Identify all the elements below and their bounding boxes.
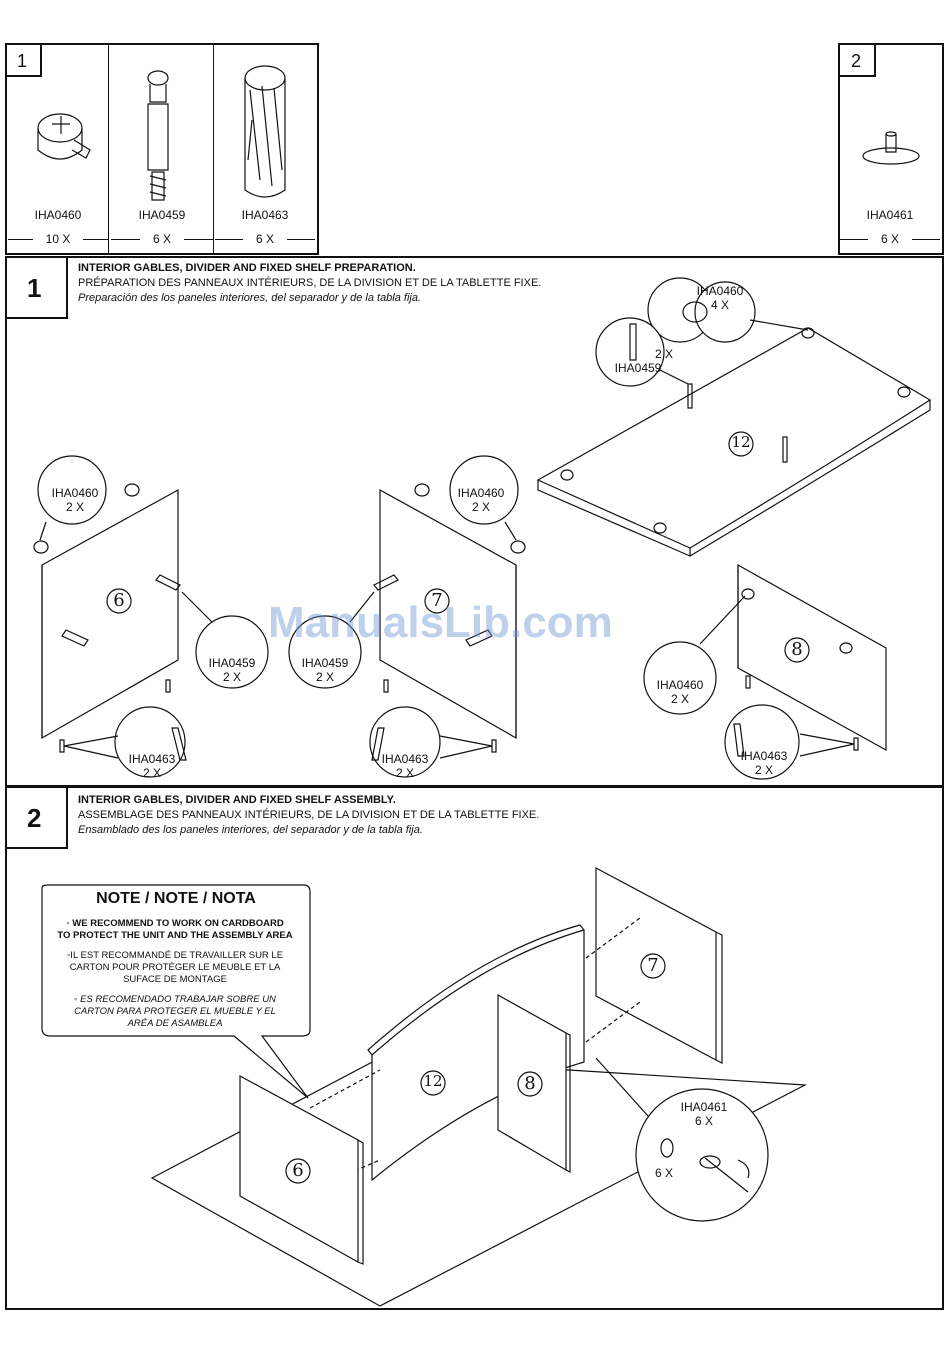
- parts-box-2-number: 2: [851, 51, 862, 71]
- panel-7-drawing: [288, 455, 526, 778]
- callout-code: IHA0460: [457, 486, 505, 500]
- step-2-title-es: Ensamblado des los paneles interiores, d…: [78, 824, 423, 836]
- parts-box-1-number: 1: [17, 51, 28, 71]
- cam-lock-icon: [37, 113, 91, 160]
- assembly-panel-6: [239, 1074, 364, 1265]
- callout-iha0461-step2: IHA0461 6 X: [664, 1100, 744, 1128]
- parts-box-2-number-frame: [838, 43, 876, 77]
- callout-qty: 2 X: [315, 670, 334, 684]
- shelf-pin-callout-drawing: [595, 1057, 769, 1222]
- note-fr-line: CARTON POUR PROTÉGER LE MEUBLE ET LA: [69, 962, 281, 973]
- part-code: IHA0459: [138, 208, 186, 222]
- callout-qty: 2 X: [471, 500, 490, 514]
- panel-6-drawing: [33, 455, 269, 778]
- panel-number-7: 7: [647, 955, 659, 976]
- step-1-title: INTERIOR GABLES, DIVIDER AND FIXED SHELF…: [78, 261, 638, 306]
- part-qty: 6 X: [868, 232, 912, 246]
- assembly-panel-8: [497, 993, 571, 1173]
- note-en-line: ◦ WE RECOMMEND TO WORK ON CARDBOARD: [66, 918, 284, 929]
- note-bubble-drawing: [41, 884, 311, 1099]
- callout-qty: 4 X: [710, 298, 729, 312]
- note-es-line: ARÉA DE ASAMBLEA: [127, 1018, 223, 1029]
- panel-number-6: 6: [292, 1160, 304, 1181]
- step-1-title-en: INTERIOR GABLES, DIVIDER AND FIXED SHELF…: [78, 262, 416, 274]
- callout-qty: 2 X: [654, 347, 673, 361]
- callout-qty: 2 X: [65, 500, 84, 514]
- step-2-number: 2: [27, 803, 42, 833]
- step-1-title-es: Preparación des los paneles interiores, …: [78, 292, 422, 304]
- callout-code: IHA0460: [656, 678, 704, 692]
- assembly-shelf-12: [309, 924, 585, 1191]
- panel-number-8: 8: [524, 1073, 536, 1094]
- step-1-number-frame: [5, 256, 68, 319]
- callout-iha0463-panel6: IHA0463 2 X: [112, 752, 192, 780]
- callout-iha0460-panel7: IHA0460 2 X: [441, 486, 521, 514]
- note-es-line: CARTON PARA PROTEGER EL MUEBLE Y EL: [74, 1006, 276, 1017]
- panel-number-8: 8: [791, 639, 803, 660]
- note-title: NOTE / NOTE / NOTA: [96, 890, 256, 907]
- callout-iha0459-panel6: IHA0459 2 X: [192, 656, 272, 684]
- callout-code: IHA0463: [128, 752, 176, 766]
- callout-qty: 2 X: [395, 766, 414, 780]
- step-2-number-frame: [5, 786, 68, 849]
- callout-iha0463-panel8: IHA0463 2 X: [724, 749, 804, 777]
- callout-code: IHA0459: [614, 361, 662, 375]
- callout-qty: 2 X: [670, 692, 689, 706]
- callout-iha0459-top: 2 X IHA0459: [598, 347, 678, 375]
- callout-code: IHA0460: [51, 486, 99, 500]
- panel-8-drawing: [643, 563, 887, 780]
- callout-iha0460-top: IHA0460 4 X: [680, 284, 760, 312]
- callout-iha0459-panel7: IHA0459 2 X: [285, 656, 365, 684]
- callout-code: IHA0463: [381, 752, 429, 766]
- note-en-line: TO PROTECT THE UNIT AND THE ASSEMBLY ARE…: [57, 930, 293, 941]
- watermark: ManualsLib.com: [268, 598, 613, 647]
- callout-code: IHA0460: [696, 284, 744, 298]
- step-2-title-fr: ASSEMBLAGE DES PANNEAUX INTÉRIEURS, DE L…: [78, 809, 540, 821]
- parts-box-2: [838, 43, 944, 255]
- callout-iha0460-panel8: IHA0460 2 X: [640, 678, 720, 706]
- callout-code: IHA0463: [740, 749, 788, 763]
- callout-code: IHA0461: [680, 1100, 728, 1114]
- note-es-line: ◦ ES RECOMENDADO TRABAJAR SOBRE UN: [74, 994, 276, 1005]
- step-2-title: INTERIOR GABLES, DIVIDER AND FIXED SHELF…: [78, 793, 638, 838]
- callout-qty: 2 X: [754, 763, 773, 777]
- panel-number-12: 12: [423, 1072, 443, 1090]
- step-1-title-fr: PRÉPARATION DES PANNEAUX INTÉRIEURS, DE …: [78, 277, 542, 289]
- panel-number-12: 12: [731, 433, 751, 451]
- callout-code: IHA0459: [208, 656, 256, 670]
- part-qty: 10 X: [33, 232, 83, 246]
- step-2-frame: [5, 786, 944, 1310]
- part-qty: 6 X: [140, 232, 184, 246]
- step-1-number: 1: [27, 273, 42, 303]
- panel-number-6: 6: [113, 590, 125, 611]
- callout-qty: 2 X: [222, 670, 241, 684]
- callout-code: IHA0459: [301, 656, 349, 670]
- callout-iha0460-panel6: IHA0460 2 X: [35, 486, 115, 514]
- parts-divider: [108, 43, 109, 255]
- parts-box-1-number-frame: [5, 43, 42, 77]
- parts-divider: [213, 43, 214, 255]
- wooden-dowel-icon: [244, 65, 286, 198]
- part-code: IHA0461: [866, 208, 914, 222]
- note-fr-line: ◦IL EST RECOMMANDÉ DE TRAVAILLER SUR LE: [66, 950, 284, 961]
- part-qty: 6 X: [243, 232, 287, 246]
- shelf-pin-icon: [862, 131, 920, 165]
- panel-number-7: 7: [431, 590, 443, 611]
- part-code: IHA0463: [241, 208, 289, 222]
- shelf-12-drawing: [536, 277, 932, 557]
- note-fr-line: SUFACE DE MONTAGE: [123, 974, 227, 985]
- part-code: IHA0460: [34, 208, 82, 222]
- callout-qty: 2 X: [142, 766, 161, 780]
- assembly-panel-7: [585, 867, 723, 1064]
- callout-iha0463-panel7: IHA0463 2 X: [365, 752, 445, 780]
- callout-iha0461-qty-side: 6 X: [654, 1166, 673, 1180]
- callout-qty: 6 X: [694, 1114, 713, 1128]
- cam-bolt-icon: [147, 70, 169, 201]
- parts-box-1: [5, 43, 319, 255]
- step-2-title-en: INTERIOR GABLES, DIVIDER AND FIXED SHELF…: [78, 794, 396, 806]
